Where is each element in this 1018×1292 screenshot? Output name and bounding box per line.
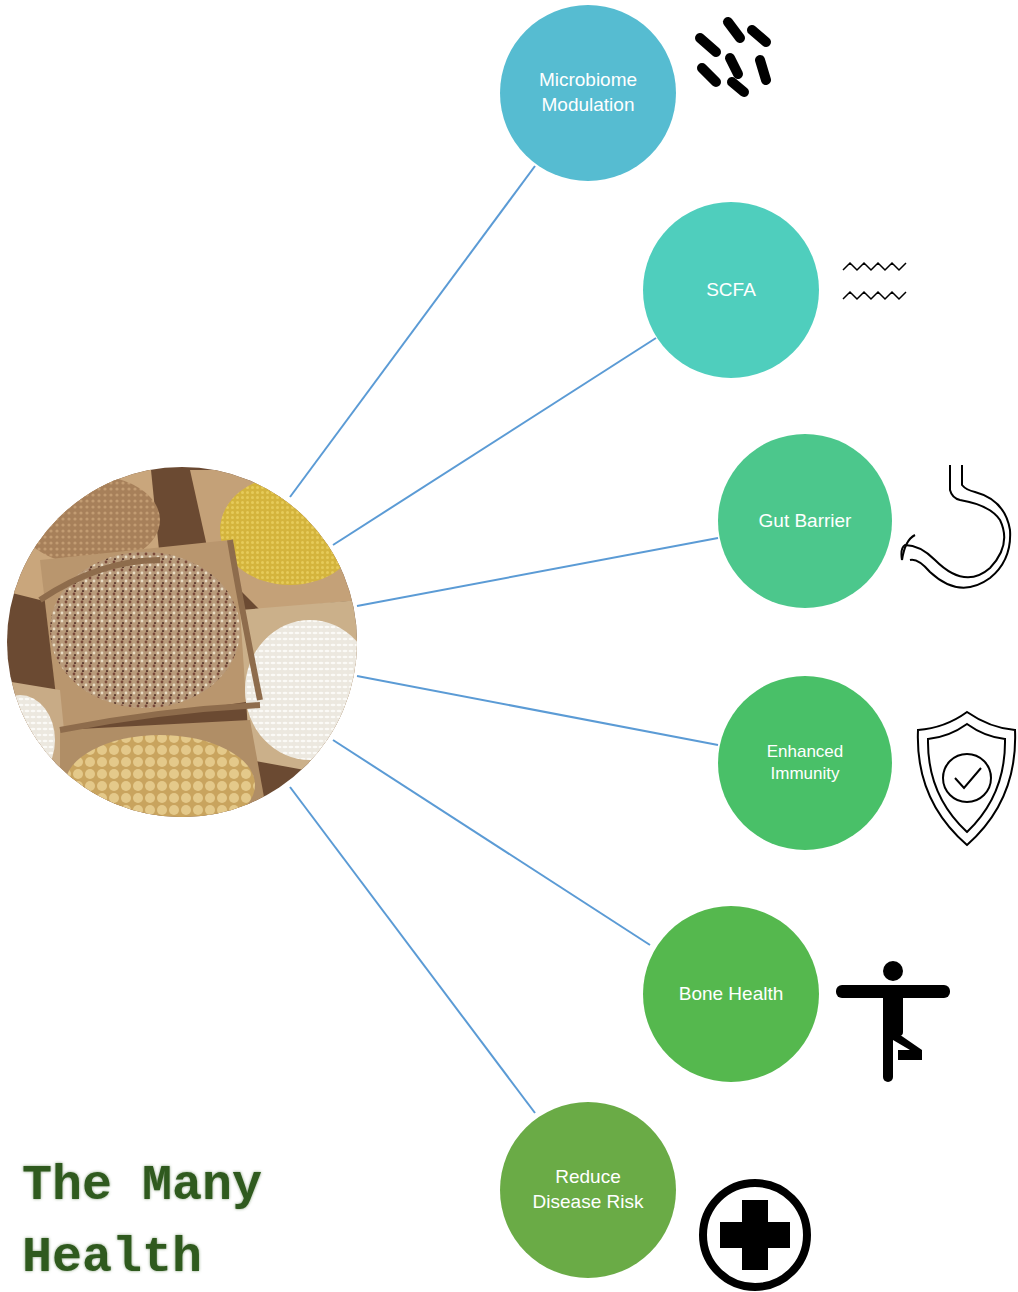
benefit-label: Reduce Disease Risk xyxy=(530,1165,646,1214)
medical-plus-icon xyxy=(703,1183,807,1287)
node-text-group: Reduce Disease Risk xyxy=(530,1165,646,1214)
node-text-group: Microbiome Modulation xyxy=(523,68,653,117)
tree-pose-figure xyxy=(836,961,950,1082)
benefit-label: Microbiome Modulation xyxy=(523,68,653,117)
benefit-circle: Bone Health xyxy=(643,906,819,1082)
waves-icon xyxy=(843,263,906,299)
benefit-circle: Gut Barrier xyxy=(718,434,892,608)
leader-line xyxy=(290,787,535,1113)
grain-sacks-photo xyxy=(0,460,375,835)
benefit-label: Bone Health xyxy=(679,982,784,1007)
node-text-group: SCFA xyxy=(706,278,756,303)
leader-line xyxy=(333,338,656,545)
benefit-label: Enhanced Immunity xyxy=(740,741,870,785)
leader-line xyxy=(333,740,650,945)
node-text-group: Enhanced Immunity xyxy=(740,741,870,785)
shield-icon xyxy=(918,712,1015,845)
benefit-circle: Microbiome Modulation xyxy=(500,5,676,181)
benefit-circle: Reduce Disease Risk xyxy=(500,1102,676,1278)
benefit-circle: Enhanced Immunity xyxy=(718,676,892,850)
benefit-label: SCFA xyxy=(706,278,756,303)
benefit-label: Gut Barrier xyxy=(759,509,852,534)
leader-line xyxy=(357,538,718,606)
stomach-icon xyxy=(901,465,1010,588)
benefit-circle: SCFA xyxy=(643,202,819,378)
node-text-group: Bone Health xyxy=(679,982,784,1007)
leader-line xyxy=(357,676,718,745)
bacteria-icon xyxy=(700,22,766,92)
node-text-group: Gut Barrier xyxy=(759,509,852,534)
leader-line xyxy=(290,166,535,497)
diagram-title: The Many Health xyxy=(22,1150,352,1292)
